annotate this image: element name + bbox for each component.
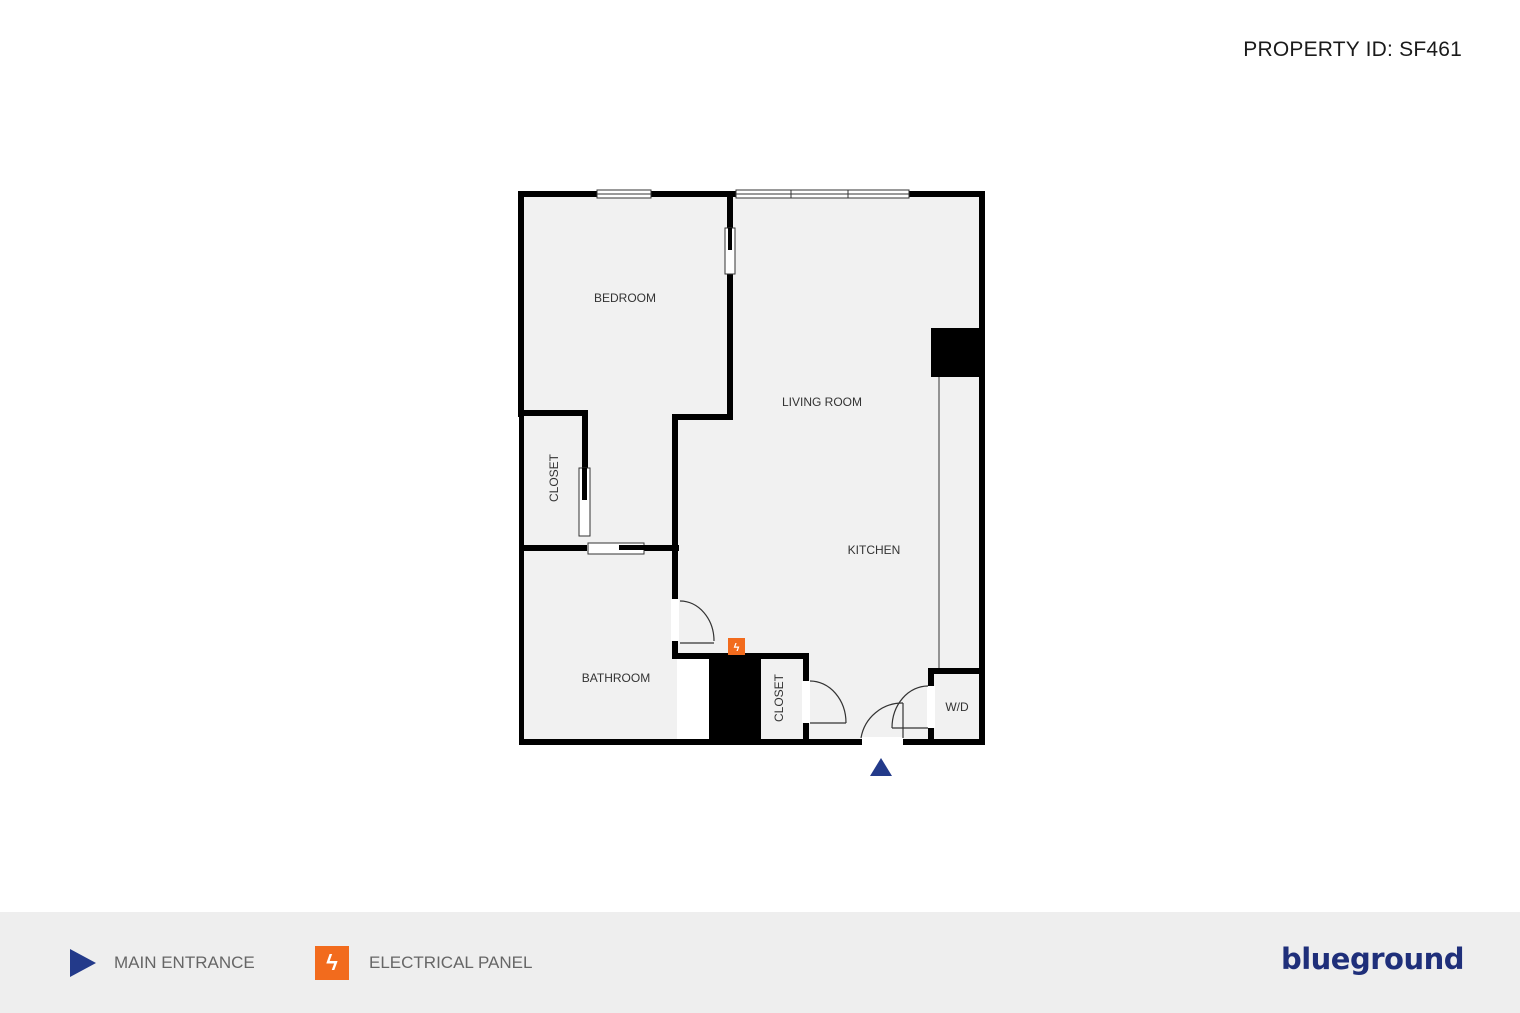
legend-footer: MAIN ENTRANCE ϟ ELECTRICAL PANEL bluegro… [0,912,1520,1013]
room-label-closet-left: CLOSET [547,453,561,502]
room-label-bedroom: BEDROOM [594,291,656,305]
room-label-bathroom: BATHROOM [582,671,650,685]
room-label-wd: W/D [945,700,969,714]
legend-label: MAIN ENTRANCE [114,952,255,972]
main-entrance-marker [870,758,892,776]
main-entrance-icon [70,948,96,977]
blueground-logo: blueground [1280,942,1465,976]
room-label-kitchen: KITCHEN [848,543,901,557]
svg-text:ϟ: ϟ [734,642,740,654]
windows [596,189,910,199]
floor-plan: ϟ BEDROOM LIVING ROOM KITCHEN BATHROOM W… [518,189,985,776]
walls [518,191,985,745]
floor-fill [521,194,982,742]
room-label-closet-bottom: CLOSET [772,673,786,722]
legend-item-main-entrance: MAIN ENTRANCE [70,912,255,1013]
electrical-panel-marker: ϟ [728,638,745,655]
sliding-doors [578,227,736,555]
room-label-living-room: LIVING ROOM [782,395,862,409]
property-id: PROPERTY ID: SF461 [1243,38,1462,61]
swing-doors [671,599,935,747]
electrical-panel-icon: ϟ [315,945,349,980]
legend-item-electrical-panel: ϟ ELECTRICAL PANEL [315,912,532,1013]
legend-label: ELECTRICAL PANEL [369,952,533,972]
